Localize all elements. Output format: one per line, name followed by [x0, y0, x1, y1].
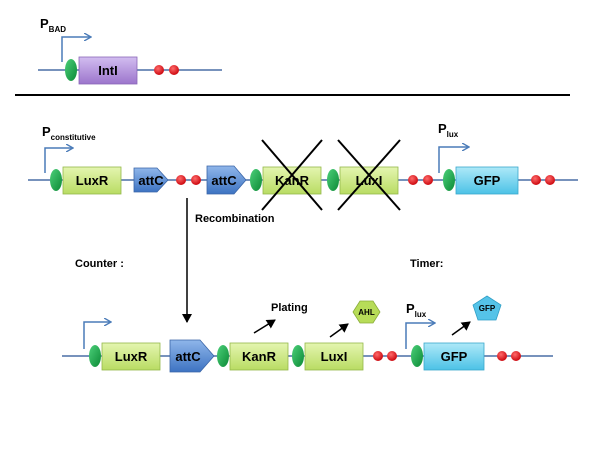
gene-gfp — [455, 166, 519, 195]
attc-site-2-label: attC — [211, 173, 237, 188]
gfp-protein-label: GFP — [479, 304, 496, 313]
gene-luxr-label: LuxR — [76, 173, 109, 188]
promoter-arrow — [83, 322, 110, 349]
kanr-crossout — [261, 139, 323, 211]
terminator-icon — [373, 351, 383, 361]
gfp-protein-arrow — [451, 321, 471, 336]
gene-luxr — [101, 342, 161, 371]
gene-luxi-label: LuxI — [321, 349, 348, 364]
gene-gfp-label: GFP — [441, 349, 468, 364]
gene-gfp-label: GFP — [474, 173, 501, 188]
recombination-label: Recombination — [195, 213, 275, 225]
gene-kanr — [262, 166, 322, 195]
gene-kanr — [229, 342, 289, 371]
gene-inti-label: IntI — [98, 63, 118, 78]
promoter-arrow — [405, 323, 434, 349]
promoter-lux-label: Plux — [438, 121, 459, 139]
gene-inti — [78, 56, 138, 85]
gene-luxi — [339, 166, 399, 195]
rbs-icon — [411, 345, 423, 367]
ahl-arrow — [329, 323, 349, 338]
promoter-lux-label: Plux — [406, 301, 427, 319]
gene-luxr — [62, 166, 122, 195]
rbs-icon — [217, 345, 229, 367]
rbs-icon — [50, 169, 62, 191]
plating-arrow — [253, 319, 276, 334]
terminator-icon — [387, 351, 397, 361]
luxi-crossout — [337, 139, 401, 211]
promoter-arrow — [61, 37, 90, 62]
ahl-hexagon-icon — [352, 300, 381, 324]
gene-kanr-label: KanR — [242, 349, 277, 364]
rbs-icon — [250, 169, 262, 191]
rbs-icon — [327, 169, 339, 191]
construct-bottom: LuxR attC KanR LuxI Plux GFP Plating AHL… — [62, 295, 553, 373]
plating-label: Plating — [271, 302, 308, 314]
timer-label: Timer: — [410, 258, 443, 270]
promoter-arrow — [438, 147, 468, 173]
terminator-icon — [408, 175, 418, 185]
gene-luxi-label: LuxI — [356, 173, 383, 188]
ahl-label: AHL — [358, 308, 375, 317]
gene-gfp — [423, 342, 485, 371]
rbs-icon — [89, 345, 101, 367]
gfp-pentagon-icon — [472, 295, 502, 321]
terminator-icon — [169, 65, 179, 75]
terminator-icon — [545, 175, 555, 185]
promoter-constitutive-label: Pconstitutive — [42, 124, 96, 142]
terminator-icon — [511, 351, 521, 361]
attc-site-label: attC — [175, 349, 201, 364]
terminator-icon — [423, 175, 433, 185]
attc-site — [169, 339, 215, 373]
rbs-icon — [443, 169, 455, 191]
construct-middle: Pconstitutive LuxR attC attC KanR LuxI P… — [28, 121, 578, 323]
promoter-label: PBAD — [40, 16, 66, 34]
attc-site-2 — [206, 165, 247, 195]
terminator-icon — [531, 175, 541, 185]
gene-luxr-label: LuxR — [115, 349, 148, 364]
terminator-icon — [176, 175, 186, 185]
attc-site-1 — [133, 167, 169, 193]
counter-label: Counter : — [75, 258, 124, 270]
attc-site-1-label: attC — [138, 173, 164, 188]
construct-pbad-inti: PBAD IntI — [38, 16, 222, 85]
rbs-icon — [65, 59, 77, 81]
terminator-icon — [191, 175, 201, 185]
terminator-icon — [497, 351, 507, 361]
rbs-icon — [292, 345, 304, 367]
terminator-icon — [154, 65, 164, 75]
gene-luxi — [304, 342, 364, 371]
promoter-arrow — [44, 148, 72, 173]
